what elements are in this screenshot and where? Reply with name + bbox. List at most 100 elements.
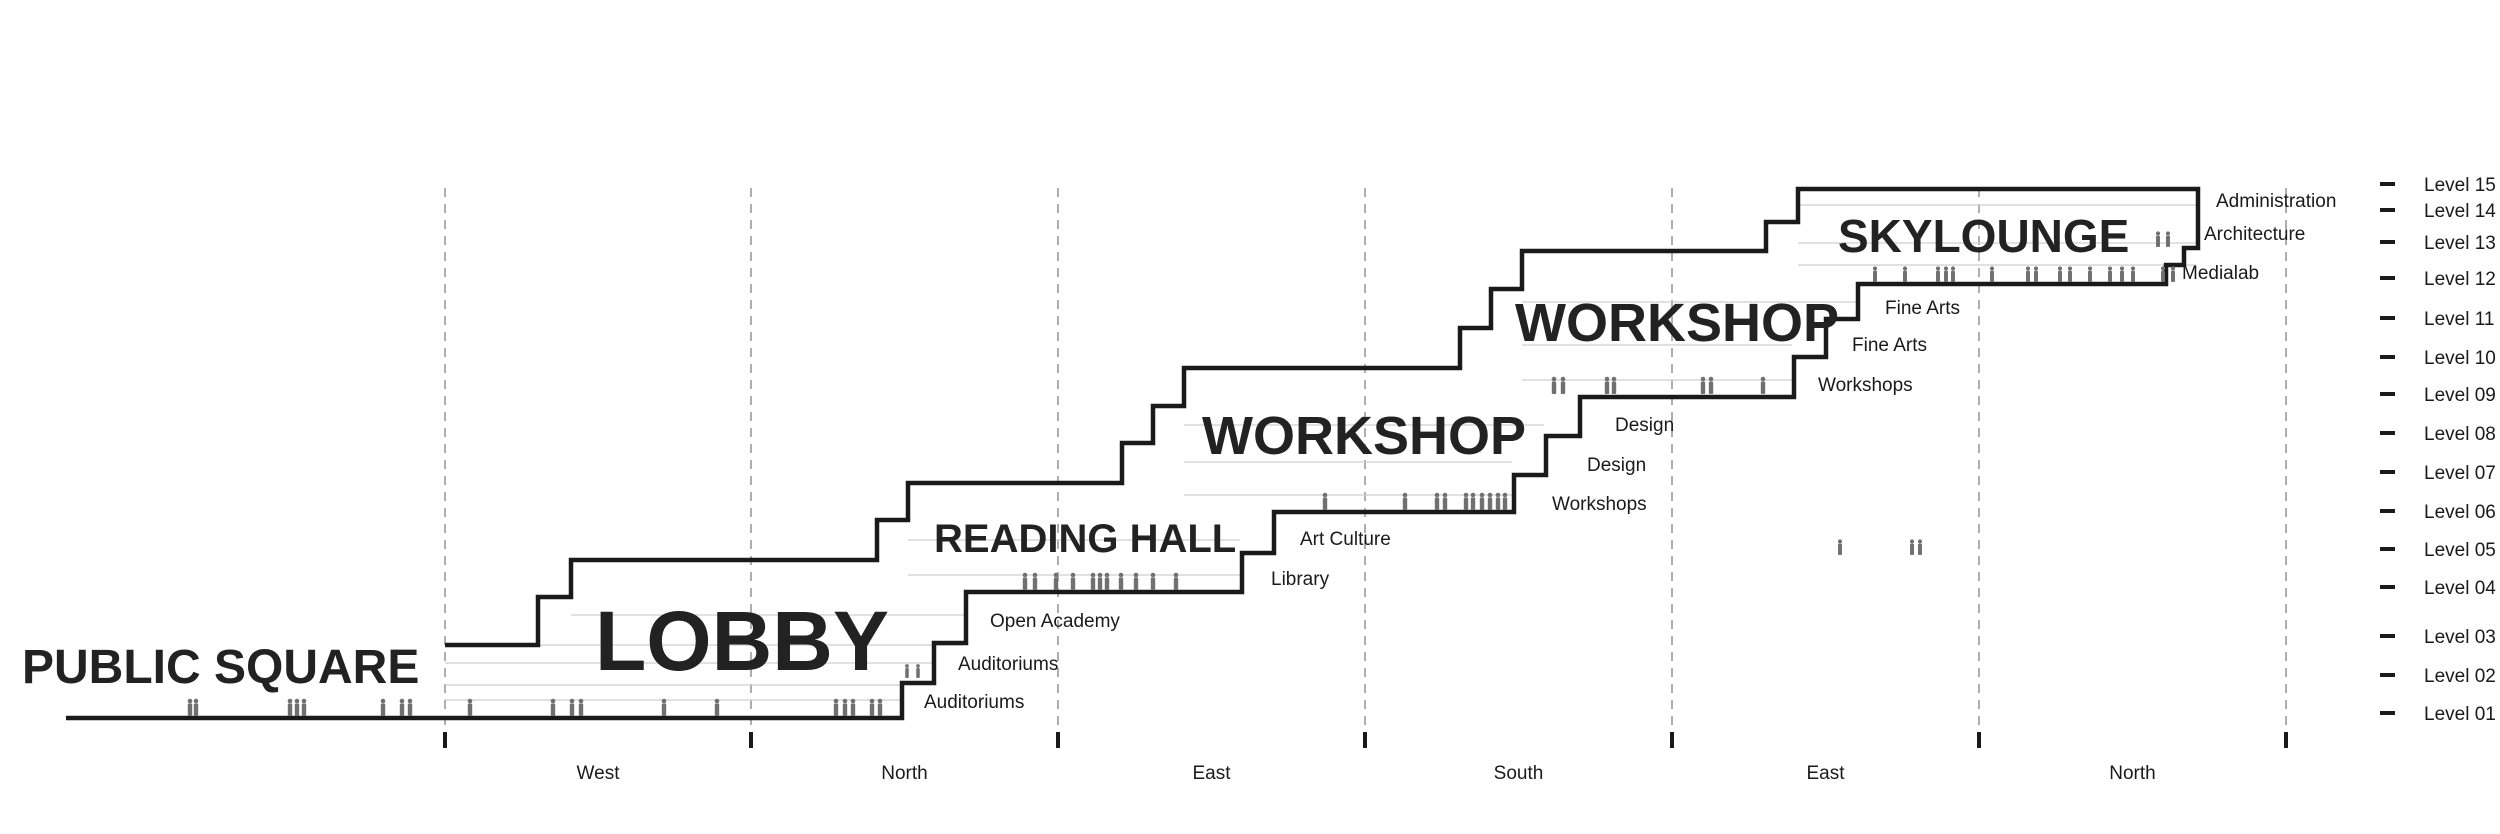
program-label: Fine Arts	[1885, 298, 1960, 319]
level-tick	[2380, 355, 2395, 359]
person-figure	[1150, 572, 1156, 590]
person-figure	[1708, 376, 1714, 394]
direction-label: South	[1494, 763, 1544, 784]
person-figure	[2165, 231, 2171, 247]
person-figure	[869, 698, 875, 716]
person-figure	[2067, 266, 2073, 282]
person-figure	[1133, 572, 1139, 590]
lobby-label: LOBBY	[595, 594, 889, 688]
level-label: Level 04	[2424, 578, 2496, 599]
person-figure	[287, 698, 293, 716]
person-figure	[1479, 492, 1485, 510]
workshop-lower-label: WORKSHOP	[1202, 406, 1526, 466]
program-label: Administration	[2216, 191, 2336, 212]
person-figure	[1611, 376, 1617, 394]
person-figure	[1032, 572, 1038, 590]
level-tick	[2380, 182, 2395, 186]
program-label: Workshops	[1818, 375, 1913, 396]
person-figure	[1322, 492, 1328, 510]
person-figure	[661, 698, 667, 716]
level-label: Level 12	[2424, 269, 2496, 290]
axis-tick	[1977, 732, 1981, 748]
space-labels: PUBLIC SQUARE LOBBY READING HALL WORKSHO…	[22, 210, 2129, 694]
person-figure	[1495, 492, 1501, 510]
person-figure	[714, 698, 720, 716]
level-tick	[2380, 276, 2395, 280]
level-tick	[2380, 392, 2395, 396]
person-figure	[1909, 539, 1915, 555]
program-label: Architecture	[2204, 224, 2305, 245]
level-label: Level 06	[2424, 502, 2496, 523]
level-tick	[2380, 634, 2395, 638]
level-label: Level 05	[2424, 540, 2496, 561]
direction-label: East	[1806, 763, 1845, 784]
axis-tick	[1670, 732, 1674, 748]
person-figure	[1434, 492, 1440, 510]
person-figure	[550, 698, 556, 716]
program-labels: Auditoriums Auditoriums Open Academy Lib…	[924, 191, 2336, 713]
people-figures	[187, 231, 2176, 716]
person-figure	[2087, 266, 2093, 282]
person-figure	[193, 698, 199, 716]
person-figure	[569, 698, 575, 716]
person-figure	[294, 698, 300, 716]
person-figure	[1104, 572, 1110, 590]
person-figure	[380, 698, 386, 716]
person-figure	[1935, 266, 1941, 282]
person-figure	[2130, 266, 2136, 282]
level-tick	[2380, 431, 2395, 435]
level-tick	[2380, 585, 2395, 589]
person-figure	[1090, 572, 1096, 590]
person-figure	[833, 698, 839, 716]
level-tick	[2380, 316, 2395, 320]
person-figure	[905, 664, 909, 678]
person-figure	[1872, 266, 1878, 282]
level-tick	[2380, 208, 2395, 212]
person-figure	[1402, 492, 1408, 510]
level-label: Level 11	[2424, 309, 2494, 330]
level-label: Level 07	[2424, 463, 2496, 484]
level-tick	[2380, 470, 2395, 474]
person-figure	[1604, 376, 1610, 394]
person-figure	[1943, 266, 1949, 282]
direction-label: West	[577, 763, 621, 784]
person-figure	[916, 664, 920, 678]
person-figure	[1070, 572, 1076, 590]
person-figure	[467, 698, 473, 716]
direction-label: North	[2109, 763, 2155, 784]
axis-tick	[2284, 732, 2288, 748]
level-label: Level 03	[2424, 627, 2496, 648]
person-figure	[2033, 266, 2039, 282]
person-figure	[2170, 266, 2176, 282]
program-label: Workshops	[1552, 494, 1647, 515]
person-figure	[1442, 492, 1448, 510]
skylounge-label: SKYLOUNGE	[1838, 210, 2129, 262]
level-tick	[2380, 547, 2395, 551]
axis-tick	[443, 732, 447, 748]
program-label: Library	[1271, 569, 1330, 590]
reading-hall-label: READING HALL	[934, 517, 1236, 561]
level-label: Level 15	[2424, 175, 2496, 196]
person-figure	[1463, 492, 1469, 510]
person-figure	[2160, 266, 2166, 282]
person-figure	[301, 698, 307, 716]
person-figure	[877, 698, 883, 716]
person-figure	[1760, 376, 1766, 394]
person-figure	[1502, 492, 1508, 510]
grid-lines	[444, 188, 2287, 726]
person-figure	[850, 698, 856, 716]
person-figure	[399, 698, 405, 716]
direction-label: North	[881, 763, 927, 784]
program-label: Design	[1587, 455, 1646, 476]
person-figure	[578, 698, 584, 716]
level-tick	[2380, 240, 2395, 244]
program-label: Open Academy	[990, 611, 1120, 632]
building-section	[66, 186, 2201, 721]
program-label: Fine Arts	[1852, 335, 1927, 356]
person-figure	[1487, 492, 1493, 510]
person-figure	[1917, 539, 1923, 555]
level-label: Level 01	[2424, 704, 2496, 725]
program-label: Auditoriums	[924, 692, 1024, 713]
level-label: Level 14	[2424, 201, 2496, 222]
